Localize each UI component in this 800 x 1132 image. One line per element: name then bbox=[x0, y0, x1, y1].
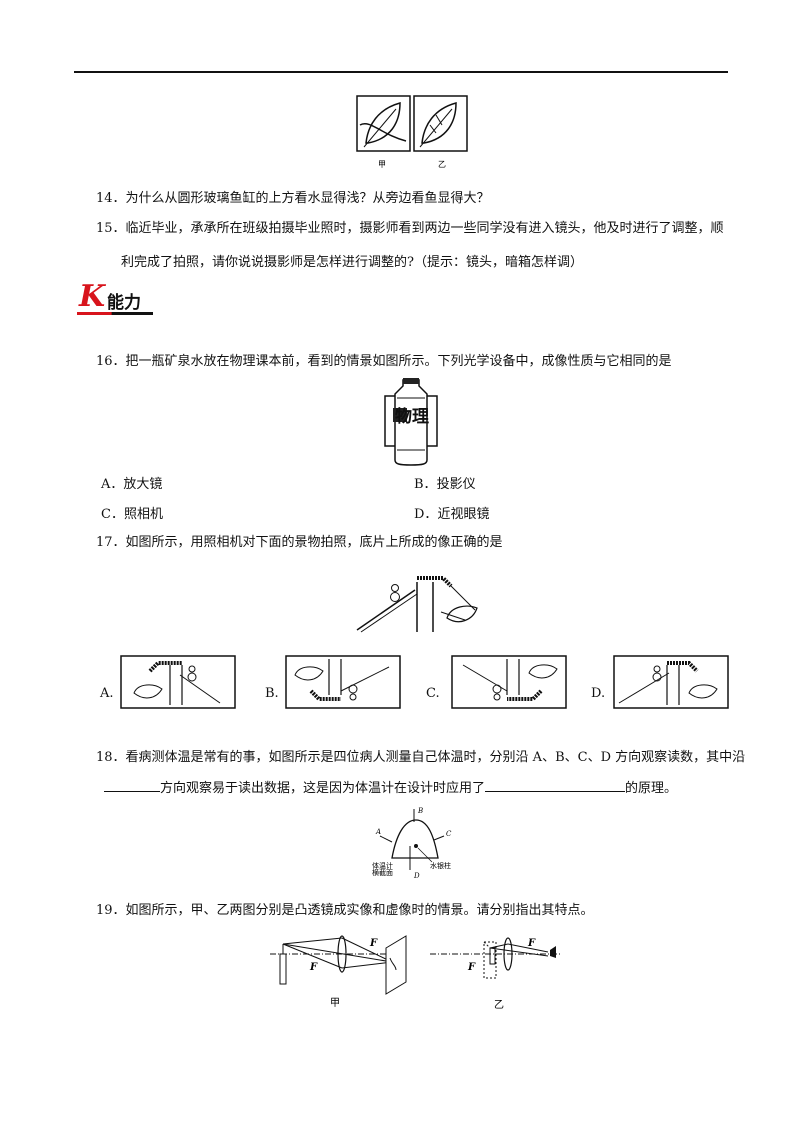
q17-option-a-letter: A. bbox=[100, 686, 114, 701]
q17-option-d-letter: D. bbox=[591, 686, 606, 701]
q18-text-line2-a: 方向观察易于读出数据，这是因为体温计在设计时应用了 bbox=[160, 781, 486, 796]
q17-option-c-letter: C. bbox=[426, 686, 440, 701]
q16-option-b-text: 投影仪 bbox=[436, 477, 476, 492]
q16-number: 16． bbox=[96, 354, 126, 369]
fig-label-yi: 乙 bbox=[438, 160, 446, 169]
lens-figure-yi: F F 乙 bbox=[430, 937, 560, 1011]
thermo-caption-2: 横截面 bbox=[372, 868, 393, 877]
water-bottle-figure: 物理 bbox=[384, 378, 438, 466]
thermo-caption-3: 水银柱 bbox=[430, 861, 451, 870]
q18-answer-blank-2[interactable] bbox=[485, 779, 626, 792]
section-underline bbox=[77, 312, 153, 315]
q16-option-d-letter: D． bbox=[414, 507, 438, 522]
q16-option-c: C．照相机 bbox=[101, 503, 163, 522]
thermo-label-b: B bbox=[417, 807, 423, 815]
q16-text: 把一瓶矿泉水放在物理课本前，看到的情景如图所示。下列光学设备中，成像性质与它相同… bbox=[125, 354, 672, 369]
section-letter: K bbox=[79, 279, 106, 314]
q19-text: 如图所示，甲、乙两图分别是凸透镜成实像和虚像时的情景。请分别指出其特点。 bbox=[125, 903, 594, 918]
bottle-text: 物理 bbox=[395, 406, 429, 427]
q16-option-c-letter: C． bbox=[101, 507, 124, 522]
q17-option-c-figure bbox=[451, 655, 567, 709]
q16-option-b-letter: B． bbox=[414, 477, 437, 492]
yi-figure-label: 乙 bbox=[494, 999, 504, 1011]
q17-option-b-letter: B. bbox=[265, 686, 279, 701]
q16-option-b: B．投影仪 bbox=[414, 473, 476, 492]
yi-focus-label-1: F bbox=[527, 938, 536, 949]
q16-option-d-text: 近视眼镜 bbox=[437, 507, 490, 522]
q18-line2: 方向观察易于读出数据，这是因为体温计在设计时应用了 的原理。 bbox=[104, 779, 677, 798]
q16-option-d: D．近视眼镜 bbox=[414, 503, 489, 522]
header-rule bbox=[74, 71, 728, 73]
thermo-caption-1: 体温计 bbox=[372, 861, 393, 870]
q14: 14．为什么从圆形玻璃鱼缸的上方看水显得浅？从旁边看鱼显得大？ bbox=[96, 190, 490, 208]
thermo-label-a: A bbox=[375, 828, 381, 836]
q15-line1: 15．临近毕业，承承所在班级拍摄毕业照时，摄影师看到两边一些同学没有进入镜头，他… bbox=[96, 220, 724, 238]
scene-figure bbox=[356, 576, 478, 633]
q19-question: 19．如图所示，甲、乙两图分别是凸透镜成实像和虚像时的情景。请分别指出其特点。 bbox=[96, 902, 594, 920]
q17-question: 17．如图所示，用照相机对下面的景物拍照，底片上所成的像正确的是 bbox=[96, 534, 503, 552]
q17-option-b-figure bbox=[285, 655, 401, 709]
q15-number: 15． bbox=[96, 221, 126, 236]
q15-line2: 利完成了拍照，请你说说摄影师是怎样进行调整的?（提示：镜头，暗箱怎样调） bbox=[121, 255, 583, 270]
section-title: 能力 bbox=[107, 293, 141, 313]
thermo-label-c: C bbox=[446, 830, 452, 838]
q16-option-a-letter: A． bbox=[101, 477, 124, 492]
q14-text: 为什么从圆形玻璃鱼缸的上方看水显得浅？从旁边看鱼显得大？ bbox=[125, 191, 490, 206]
q17-option-d-figure bbox=[613, 655, 729, 709]
thermometer-figure: B A C D 体温计 横截面 水银柱 bbox=[372, 807, 452, 880]
q17-option-a-figure bbox=[120, 655, 236, 709]
q18-line1: 18．看病测体温是常有的事，如图所示是四位病人测量自己体温时，分别沿 A、B、C… bbox=[96, 749, 745, 767]
jia-focus-label-1: F bbox=[369, 938, 378, 949]
q16-option-c-text: 照相机 bbox=[123, 507, 163, 522]
section-badge: K 能力 bbox=[77, 279, 153, 316]
q16-option-a-text: 放大镜 bbox=[123, 477, 163, 492]
q16-question: 16．把一瓶矿泉水放在物理课本前，看到的情景如图所示。下列光学设备中，成像性质与… bbox=[96, 353, 672, 371]
q17-text: 如图所示，用照相机对下面的景物拍照，底片上所成的像正确的是 bbox=[125, 535, 503, 550]
lens-figure-jia: F F 甲 bbox=[270, 935, 407, 1009]
q19-number: 19． bbox=[96, 903, 126, 918]
q18-text-line2-b: 的原理。 bbox=[625, 781, 678, 796]
jia-focus-label-2: F bbox=[309, 962, 318, 973]
q18-text-line1: 看病测体温是常有的事，如图所示是四位病人测量自己体温时，分别沿 A、B、C、D … bbox=[125, 750, 746, 765]
q18-answer-blank-1[interactable] bbox=[104, 779, 160, 792]
q14-number: 14． bbox=[96, 191, 126, 206]
q17-number: 17． bbox=[96, 535, 126, 550]
thermo-label-d: D bbox=[413, 872, 420, 880]
leaf-figure: 甲 乙 bbox=[356, 95, 468, 169]
q18-number: 18． bbox=[96, 750, 126, 765]
q16-option-a: A．放大镜 bbox=[101, 473, 162, 492]
yi-focus-label-2: F bbox=[467, 962, 476, 973]
fig-label-jia: 甲 bbox=[378, 160, 386, 169]
q15-text-line1: 临近毕业，承承所在班级拍摄毕业照时，摄影师看到两边一些同学没有进入镜头，他及时进… bbox=[125, 221, 724, 236]
jia-figure-label: 甲 bbox=[330, 998, 340, 1009]
